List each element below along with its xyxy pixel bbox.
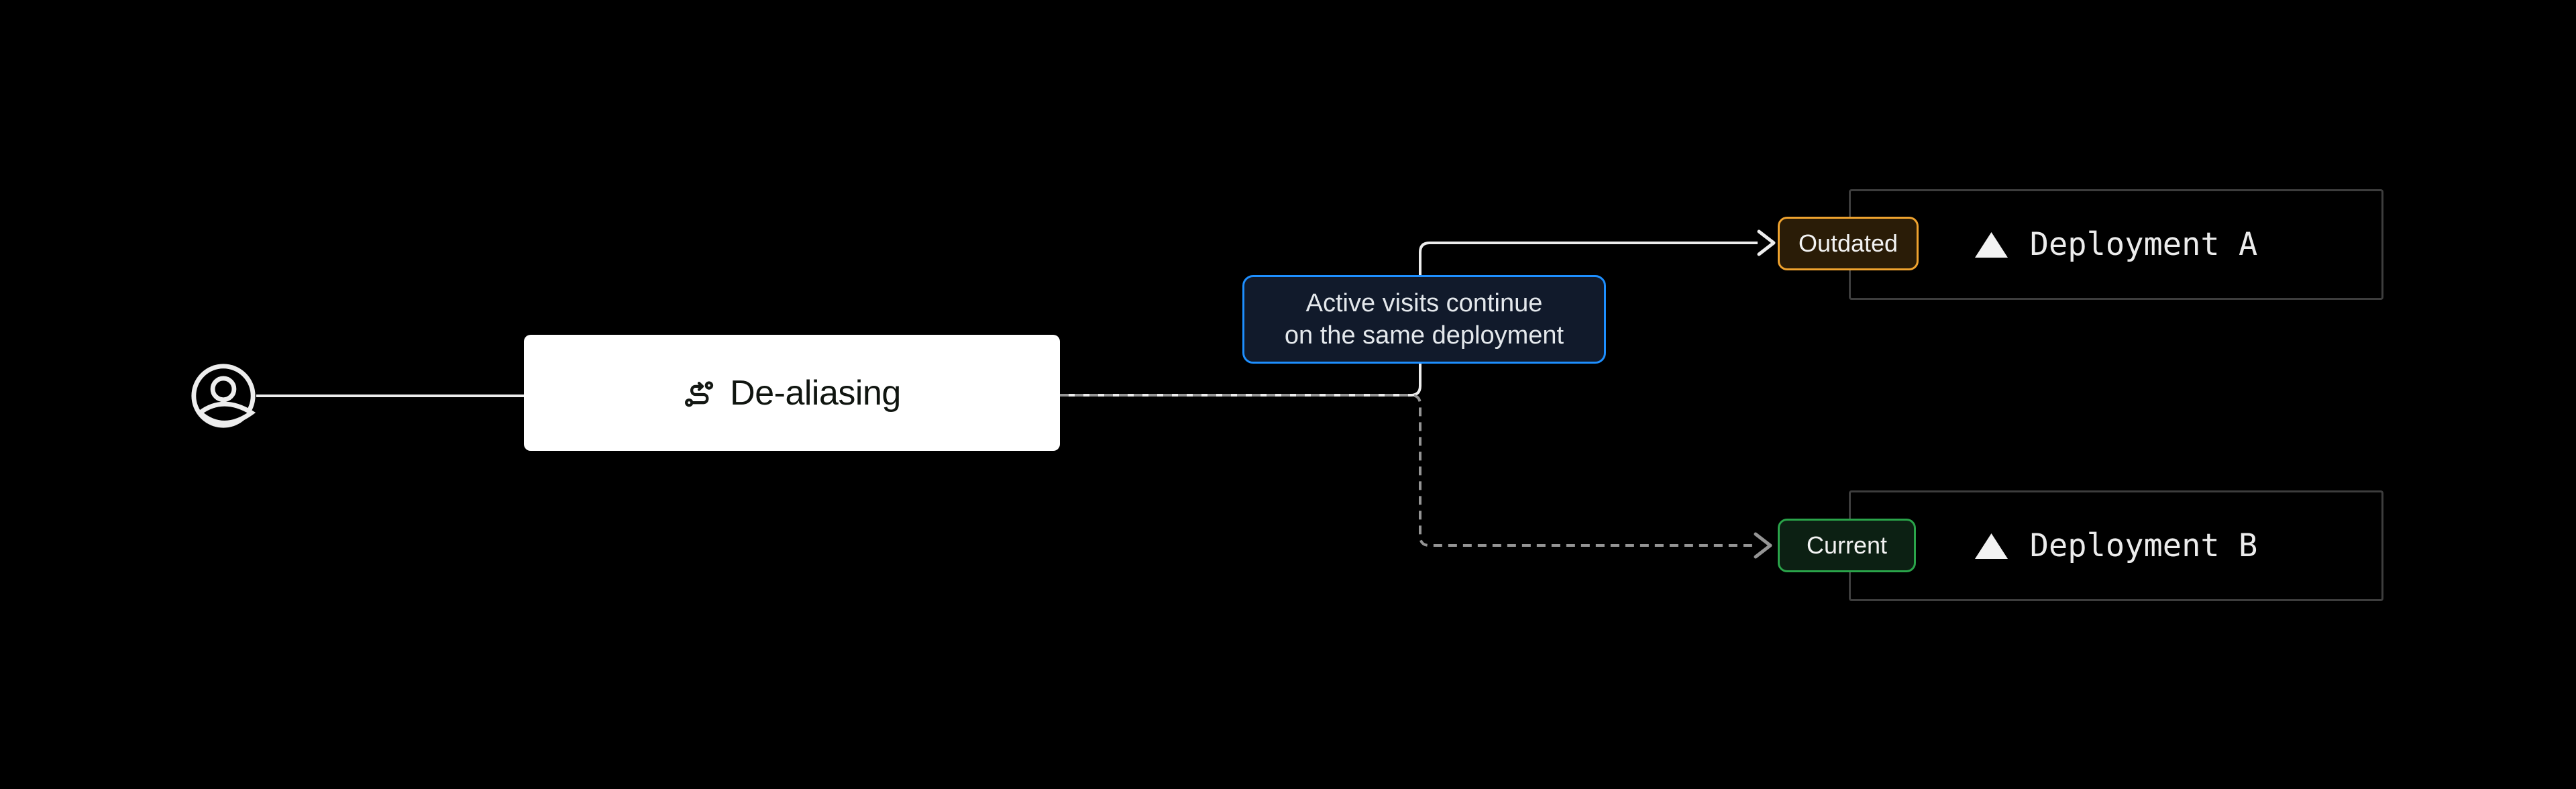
dashed-branch-line: [1060, 394, 1754, 547]
vercel-triangle-icon: [1974, 231, 2008, 258]
tooltip-line-2: on the same deployment: [1284, 321, 1564, 350]
deployment-a-label: Deployment A: [2029, 226, 2258, 263]
de-aliasing-node: De-aliasing: [524, 335, 1060, 451]
deployment-b-node: Deployment B: [1849, 490, 2383, 601]
de-aliasing-label: De-aliasing: [730, 373, 901, 413]
active-visits-tooltip: Active visits continue on the same deplo…: [1242, 275, 1606, 364]
current-badge-label: Current: [1806, 531, 1888, 559]
deployment-b-label: Deployment B: [2029, 527, 2258, 564]
dashed-arrowhead-icon: [1754, 532, 1772, 559]
solid-arrowhead-icon: [1757, 229, 1776, 256]
outdated-badge: Outdated: [1778, 217, 1919, 270]
vercel-triangle-icon: [1974, 533, 2008, 559]
tooltip-line-1: Active visits continue: [1305, 289, 1543, 317]
current-badge: Current: [1778, 519, 1916, 572]
user-circle-icon: [191, 364, 256, 428]
outdated-badge-label: Outdated: [1798, 229, 1898, 257]
route-icon: [685, 380, 714, 407]
deployment-a-node: Deployment A: [1849, 189, 2383, 300]
